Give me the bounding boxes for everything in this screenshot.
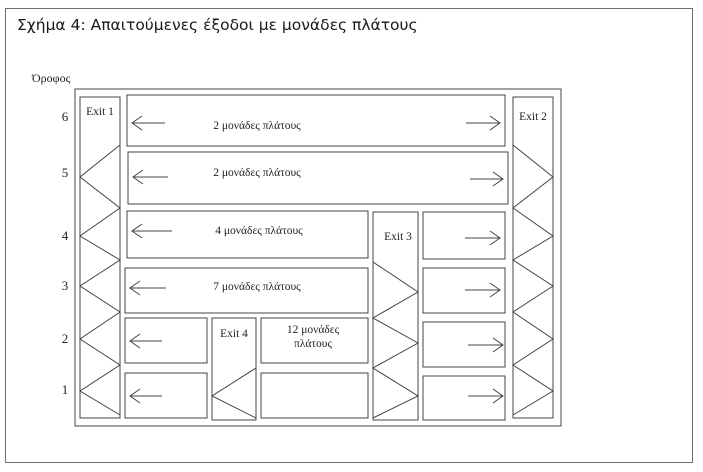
- floor-1-corridor-right: [422, 375, 506, 421]
- floor-4-left-arrow: [131, 223, 172, 239]
- floor-6-right-arrow: [466, 115, 501, 131]
- floor-2-width-label-line1: 12 μονάδες: [287, 324, 340, 336]
- building-outline: [74, 88, 562, 427]
- floor-6-left-arrow: [131, 115, 165, 131]
- floor-2-corridor-middle: [260, 317, 369, 364]
- floor-2-left-arrow: [129, 333, 162, 349]
- figure-title: Σχήμα 4: Απαιτούμενες έξοδοι με μονάδες …: [17, 16, 418, 34]
- floor-label-3: 3: [62, 278, 69, 293]
- floor-label-2: 2: [62, 331, 69, 346]
- floor-label-4: 4: [62, 228, 69, 243]
- floor-1-right-arrow: [468, 388, 504, 404]
- floor-4-right-arrow: [465, 230, 501, 246]
- floor-1-left-arrow: [129, 388, 162, 404]
- floor-3-width-label: 7 μονάδες πλάτους: [213, 281, 301, 293]
- floor-2-corridor-right: [422, 321, 506, 368]
- exit-4-stair-zigzag: [210, 367, 257, 419]
- floor-4-width-label: 4 μονάδες πλάτους: [215, 225, 303, 237]
- exit-2-stair: [512, 96, 554, 419]
- exit-1-label: Exit 1: [86, 106, 114, 118]
- floor-label-1: 1: [62, 382, 69, 397]
- floor-label-5: 5: [62, 165, 69, 180]
- floor-1-corridor-middle: [260, 372, 369, 419]
- floor-label-6: 6: [62, 109, 69, 124]
- exit-1-stair: [79, 96, 121, 419]
- floor-1-corridor-left: [124, 372, 208, 419]
- floor-3-corridor-left: [124, 267, 369, 314]
- floor-3-corridor-right: [422, 267, 506, 314]
- floor-2-right-arrow: [468, 337, 504, 353]
- exit-2-stair-zigzag: [512, 144, 554, 416]
- exit-4-stair: [211, 317, 257, 421]
- exit-3-stair-zigzag: [371, 261, 420, 419]
- floor-axis-label: Όροφος: [31, 71, 71, 85]
- floor-6-corridor: [126, 94, 506, 147]
- floor-2-width-label-line2: πλάτους: [294, 338, 332, 350]
- exit-3-label: Exit 3: [384, 231, 412, 243]
- exit-4-label: Exit 4: [220, 328, 248, 340]
- exit-1-stair-zigzag: [79, 144, 121, 416]
- floor-3-left-arrow: [129, 280, 166, 296]
- floor-4-corridor-left: [126, 210, 369, 259]
- floor-5-width-label: 2 μονάδες πλάτους: [213, 167, 301, 179]
- floor-5-left-arrow: [132, 169, 168, 185]
- exit-2-label: Exit 2: [519, 111, 547, 123]
- floor-2-corridor-left: [124, 317, 208, 364]
- exit-3-stair: [372, 211, 419, 421]
- floor-4-corridor-right: [422, 211, 506, 260]
- floor-6-width-label: 2 μονάδες πλάτους: [213, 120, 301, 132]
- floor-3-right-arrow: [465, 282, 501, 298]
- floor-5-corridor: [127, 151, 509, 205]
- floor-5-right-arrow: [470, 171, 504, 187]
